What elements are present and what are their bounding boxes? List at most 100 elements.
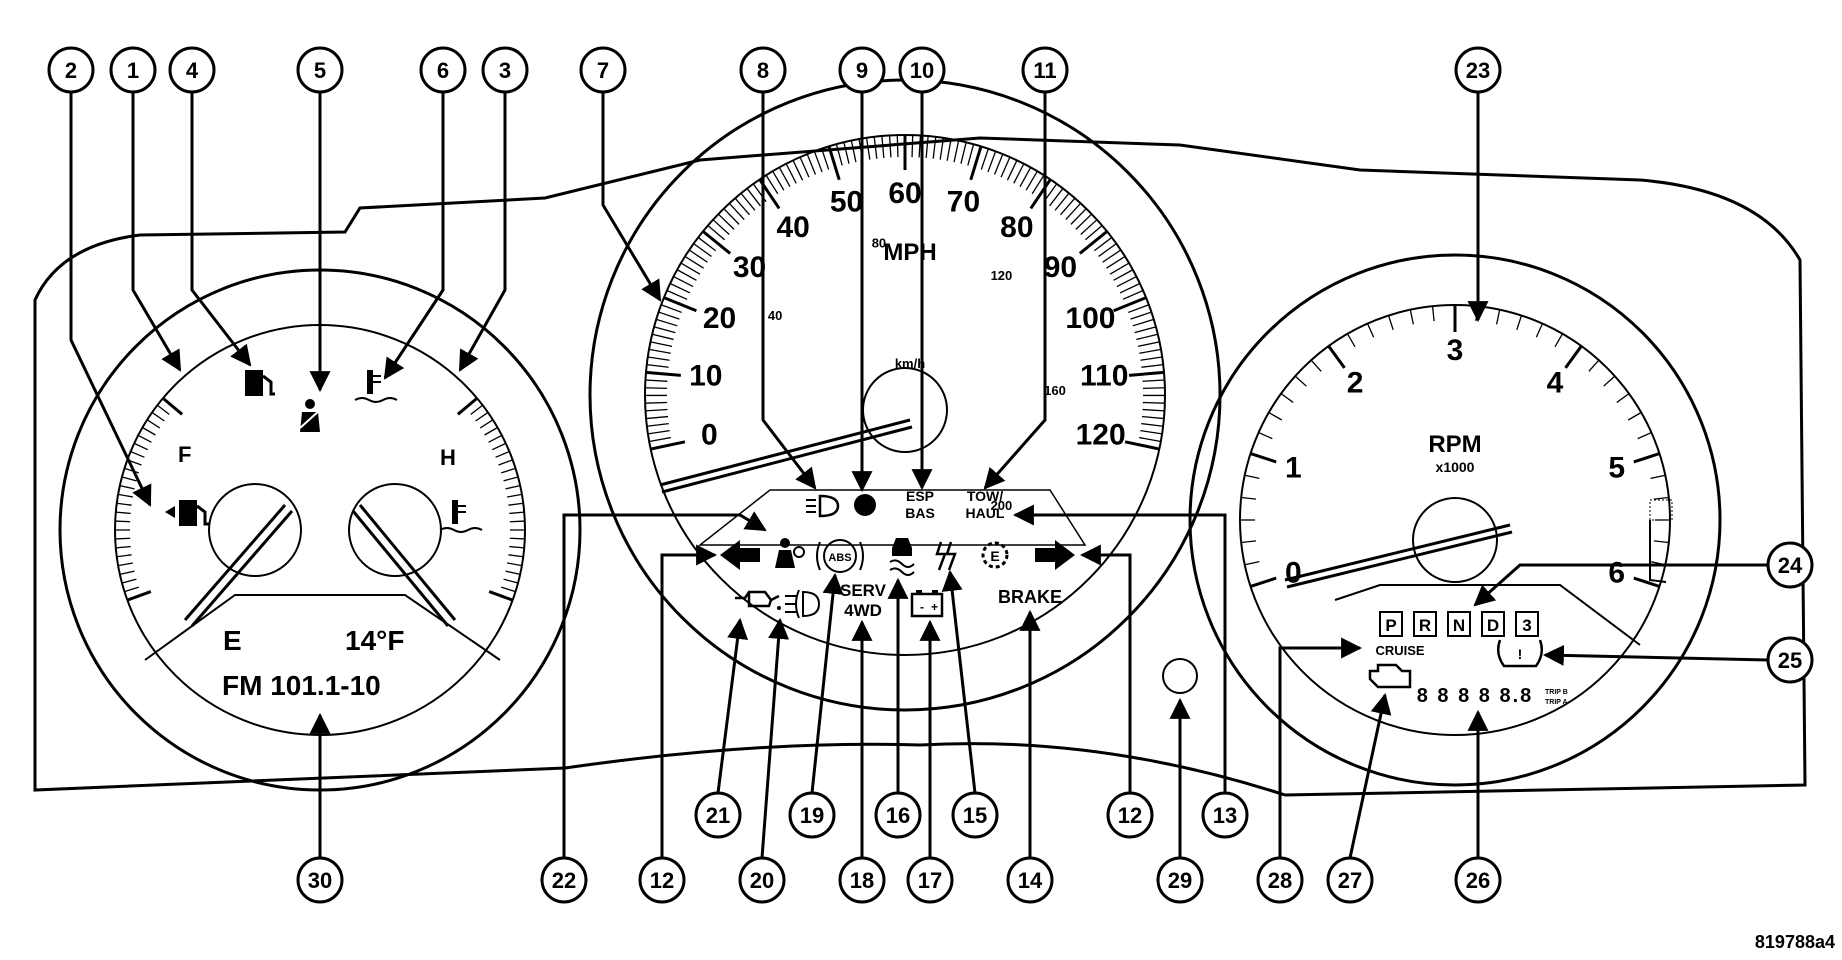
gauge-tick — [666, 289, 688, 300]
gear-box — [1515, 611, 1539, 637]
callout-circle — [638, 856, 686, 904]
gauge-tick — [118, 562, 133, 567]
haul-label: HAUL — [966, 505, 1005, 521]
gauge-tick — [1006, 160, 1018, 181]
gauge-tick — [1141, 364, 1164, 368]
gauge-tick — [1633, 452, 1660, 464]
gauge-tick — [116, 502, 132, 506]
callout-number: 25 — [1778, 648, 1802, 673]
gauge-tick — [1000, 156, 1011, 178]
kmh-tick-label: 160 — [1044, 383, 1066, 398]
gauge-tick — [1627, 411, 1642, 421]
gauge-tick — [156, 404, 170, 415]
callout-number: 10 — [910, 58, 934, 83]
gauge-tick — [911, 135, 914, 158]
gauge-tick — [1109, 262, 1130, 275]
mph-tick-label: 50 — [830, 186, 863, 219]
gauge-tick — [660, 304, 683, 314]
callout-number: 11 — [1033, 58, 1056, 83]
gauge-tick — [1516, 315, 1523, 330]
gauge-tick — [495, 450, 510, 458]
gauge-tick — [456, 397, 479, 416]
gauge-tick — [656, 318, 678, 327]
callout-circle — [579, 46, 627, 94]
trip-b-label: TRIP B — [1545, 689, 1568, 696]
gauge-tick — [503, 578, 519, 584]
odometer-digits: 8 8 8 8 8.8 — [1417, 685, 1534, 707]
gauge-tick — [505, 570, 521, 576]
gauge-tick — [151, 411, 165, 422]
gauge-tick — [1244, 560, 1260, 566]
gauge-tick — [1070, 208, 1087, 225]
gauge-tick — [479, 419, 494, 429]
gauge-tick — [142, 426, 156, 436]
gear-letter: D — [1487, 616, 1499, 635]
gauge-tick — [645, 387, 668, 390]
mph-tick-label: 40 — [776, 211, 809, 244]
callout-leader — [761, 92, 817, 490]
gauge-tick — [1142, 408, 1165, 412]
gauge-tick — [116, 554, 132, 558]
gauge-tick — [967, 144, 975, 166]
gauge-tick — [1140, 429, 1163, 435]
odometer-reset-button[interactable] — [1162, 658, 1198, 694]
callout-circle — [168, 46, 216, 94]
gauge-tick — [1122, 289, 1144, 300]
gauge-tick — [475, 411, 489, 422]
gauge-tick — [850, 140, 857, 163]
gauge-tick — [491, 442, 507, 451]
gear-letter: R — [1419, 616, 1431, 635]
gauge-tick — [693, 243, 712, 257]
gauge-tick — [1142, 379, 1165, 382]
gauge-tick — [1268, 411, 1283, 421]
mph-tick-label: 70 — [947, 186, 980, 219]
gauge-tick — [1054, 192, 1070, 211]
gauge-tick — [124, 586, 139, 593]
callout-leader — [383, 92, 445, 380]
gauge-tick — [1554, 333, 1564, 348]
tow-label: TOW/ — [967, 488, 1003, 504]
gauge-tick — [498, 459, 513, 466]
seatbelt-icon — [299, 399, 321, 432]
gauge-tick — [827, 145, 841, 181]
gauge-tick — [1588, 359, 1600, 372]
callout-leader — [1012, 504, 1227, 793]
gauge-tick — [650, 440, 686, 451]
outside-temp-readout: 14°F — [345, 625, 404, 656]
gauge-tick — [509, 520, 525, 523]
callout-leader — [941, 569, 977, 794]
gauge-tick — [1241, 540, 1257, 544]
gauge-tick — [1294, 375, 1307, 387]
callout-leader — [190, 92, 252, 367]
gauge-tick — [728, 202, 745, 220]
mph-tick-label: 0 — [701, 419, 718, 452]
callout-leader — [1278, 637, 1363, 858]
check-engine-icon — [1368, 663, 1412, 689]
gauge-tick — [124, 467, 139, 474]
gauge-tick — [778, 167, 791, 187]
callout-circle — [1201, 791, 1249, 839]
gauge-tick — [1085, 224, 1103, 241]
callout-number: 13 — [1213, 803, 1237, 828]
gauge-tick — [121, 476, 137, 482]
gauge-tick — [470, 404, 484, 415]
callout-circle — [1454, 46, 1502, 94]
mph-label: MPH — [883, 239, 936, 266]
trip-a-label: TRIP A — [1545, 699, 1568, 706]
fog-light-icon — [785, 589, 821, 619]
gauge-tick — [1075, 213, 1093, 230]
gauge-tick — [953, 140, 960, 163]
gauge-tick — [1250, 576, 1277, 588]
callout-leader — [660, 544, 718, 858]
gauge-tick — [1098, 243, 1117, 257]
gauge-tick — [1106, 255, 1126, 269]
gauge-tick — [1653, 496, 1669, 500]
gauge-tick — [960, 142, 967, 164]
callout-circle — [838, 46, 886, 94]
callout-circle — [540, 856, 588, 904]
gauge-tick — [1078, 230, 1109, 255]
coolant-temp-icon-2 — [439, 500, 483, 533]
fuel-pump-icon — [245, 370, 275, 396]
callout-circle — [1021, 46, 1069, 94]
gauge-tick — [1366, 323, 1375, 338]
